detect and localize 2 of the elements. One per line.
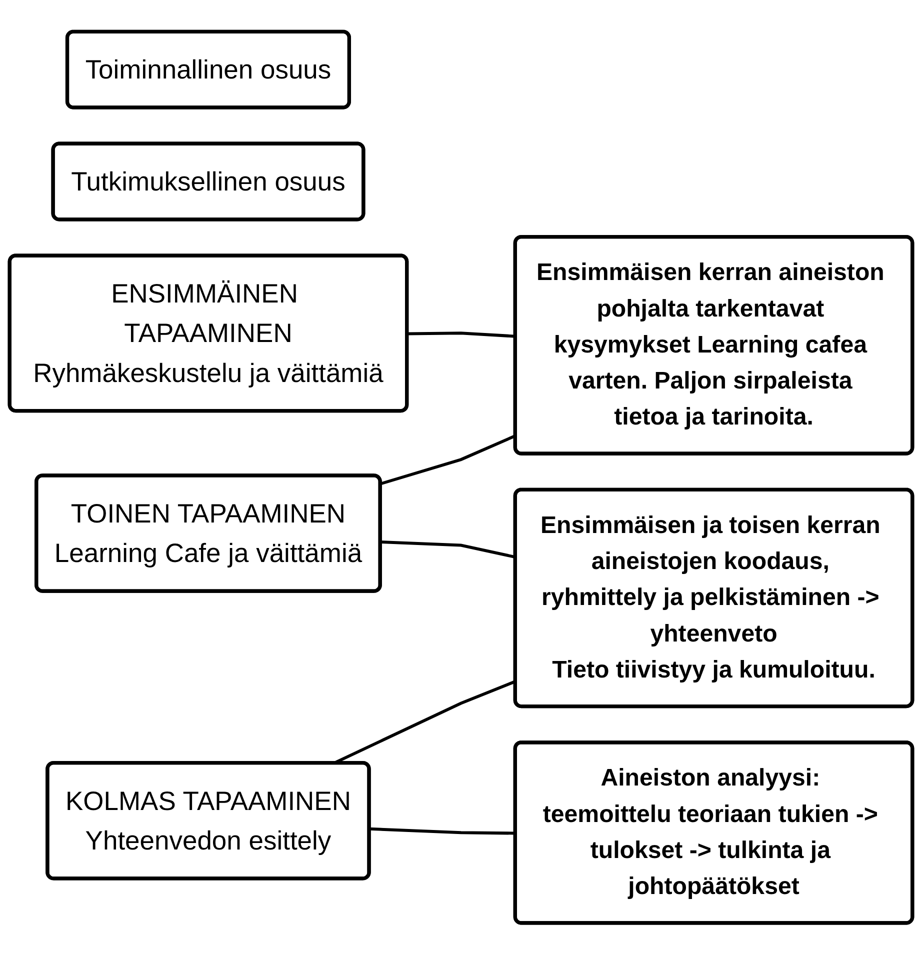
connector	[407, 332, 516, 338]
connector	[370, 828, 516, 835]
